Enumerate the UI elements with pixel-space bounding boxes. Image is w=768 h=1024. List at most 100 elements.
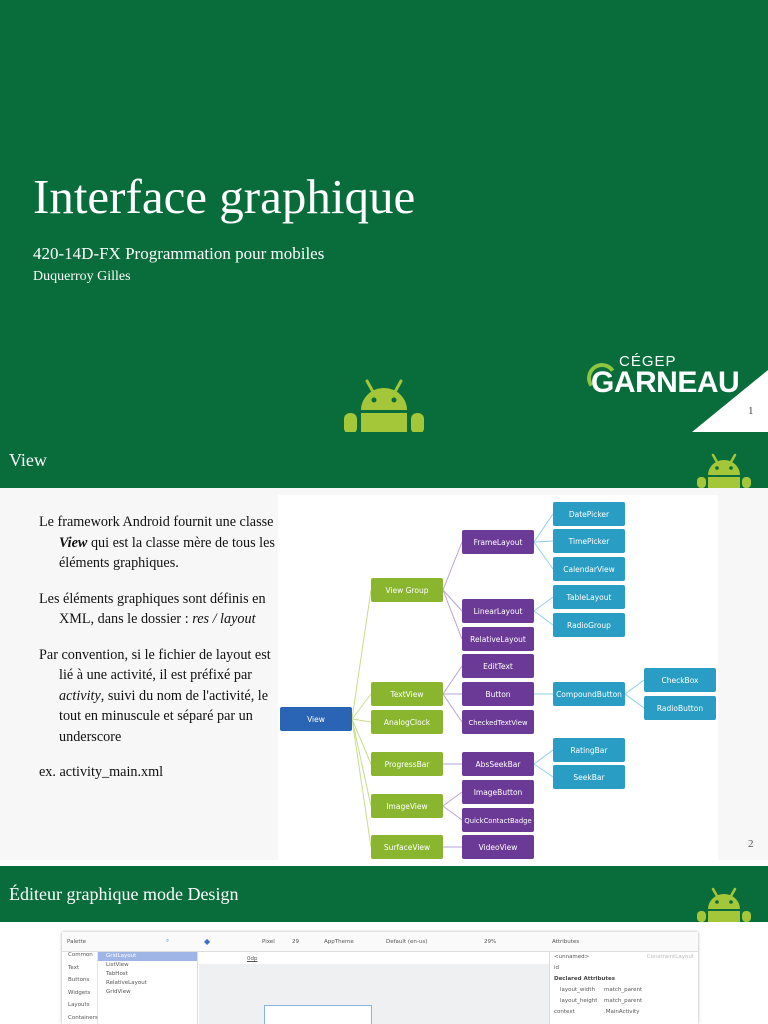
edge-View-ViewGroup — [351, 589, 372, 720]
node-label: CompoundButton — [556, 690, 622, 699]
id-field[interactable]: id — [554, 965, 560, 971]
theme-select[interactable]: AppTheme — [324, 939, 354, 945]
node-label: RadioButton — [657, 704, 703, 713]
node-ViewGroup: View Group — [371, 578, 443, 602]
node-label: TableLayout — [566, 593, 612, 602]
node-box — [462, 710, 534, 734]
node-SurfaceView: SurfaceView — [371, 835, 443, 859]
paragraph: Les éléments graphiques sont définis en … — [39, 590, 266, 628]
node-box — [553, 682, 625, 706]
node-label: SeekBar — [573, 773, 605, 782]
declared-attributes-header[interactable]: Declared Attributes — [554, 976, 616, 982]
page-number: 1 — [748, 405, 754, 417]
slide-title: Éditeur graphique mode Design — [9, 884, 239, 904]
node-box — [553, 613, 625, 637]
node-box — [371, 578, 443, 602]
node-box — [462, 835, 534, 859]
paragraph: ex. activity_main.xml — [39, 764, 164, 780]
palette-item[interactable]: GridView — [106, 989, 131, 995]
edge-ImageView-ImageButton — [442, 791, 463, 807]
node-CheckBox: CheckBox — [644, 668, 716, 692]
node-box — [462, 627, 534, 651]
node-TimePicker: TimePicker — [553, 529, 625, 553]
edge-AbsSeekBar-RatingBar — [533, 749, 554, 765]
edge-View-ImageView — [351, 718, 372, 807]
device-select[interactable]: Pixel — [262, 939, 275, 945]
node-VideoView: VideoView — [462, 835, 534, 859]
node-box — [553, 765, 625, 789]
node-box — [553, 738, 625, 762]
edge-View-ProgressBar — [351, 718, 372, 765]
node-label: VideoView — [479, 843, 518, 852]
search-icon: ⌕ — [166, 938, 170, 944]
design-canvas[interactable] — [199, 964, 549, 1024]
palette-item[interactable]: RelativeLayout — [106, 980, 147, 986]
edge-TextView-CheckedTextView — [442, 693, 463, 723]
edge-View-AnalogClock — [351, 718, 372, 723]
view-hierarchy-diagram: View View GroupTextViewAnalogClockProgres… — [278, 495, 718, 865]
node-box — [462, 752, 534, 776]
android-head-icon — [697, 453, 751, 488]
node-box — [371, 682, 443, 706]
category-widgets[interactable]: Widgets — [68, 989, 91, 996]
edge-CompoundButton-RadioButton — [624, 693, 645, 709]
edge-CompoundButton-CheckBox — [624, 679, 645, 695]
node-RatingBar: RatingBar — [553, 738, 625, 762]
node-box — [462, 654, 534, 678]
node-QuickContactBadge: QuickContactBadge — [462, 808, 534, 832]
node-View: View — [280, 707, 352, 731]
edge-View-TextView — [351, 693, 372, 720]
node-label: DatePicker — [569, 510, 610, 519]
node-label: SurfaceView — [384, 843, 430, 852]
slide-header: Éditeur graphique mode Design — [0, 866, 768, 922]
node-label: TextView — [390, 690, 424, 699]
margin-value[interactable]: 0dp — [247, 956, 258, 962]
node-label: AbsSeekBar — [476, 760, 522, 769]
attr-row[interactable]: context.MainActivity — [554, 1009, 640, 1015]
category-containers[interactable]: Containers — [68, 1014, 98, 1021]
node-SeekBar: SeekBar — [553, 765, 625, 789]
node-TableLayout: TableLayout — [553, 585, 625, 609]
node-label: AnalogClock — [384, 718, 431, 727]
node-box — [371, 835, 443, 859]
node-label: RatingBar — [570, 746, 608, 755]
edge-FrameLayout-CalendarView — [533, 541, 554, 570]
author-name: Duquerroy Gilles — [33, 269, 131, 284]
slide-title: Interface graphique — [33, 169, 416, 224]
editor-toolbar: Palette ⌕ ◆ Pixel 29 AppTheme Default (e… — [62, 932, 698, 952]
palette-item[interactable]: TabHost — [106, 971, 128, 977]
android-robot-icon — [344, 379, 424, 434]
palette-item[interactable]: GridLayout — [98, 952, 197, 961]
category-buttons[interactable]: Buttons — [68, 977, 90, 983]
category-text[interactable]: Text — [68, 964, 80, 971]
node-box — [553, 585, 625, 609]
corner-decoration — [692, 370, 768, 432]
node-label: FrameLayout — [474, 538, 523, 547]
device-frame — [264, 1005, 372, 1024]
palette-items: GridLayout ListView TabHost RelativeLayo… — [98, 952, 198, 1024]
edge-AbsSeekBar-SeekBar — [533, 763, 554, 778]
api-select[interactable]: 29 — [292, 939, 299, 945]
node-box — [462, 780, 534, 804]
node-RadioGroup: RadioGroup — [553, 613, 625, 637]
node-box — [371, 794, 443, 818]
node-label: QuickContactBadge — [464, 817, 531, 825]
component-name: <unnamed>ConstraintLayout — [554, 954, 694, 960]
palette-item[interactable]: ListView — [106, 962, 129, 968]
attributes-panel: <unnamed>ConstraintLayout id Declared At… — [549, 952, 698, 1024]
category-common[interactable]: Common — [68, 952, 93, 958]
node-box — [462, 599, 534, 623]
edge-ViewGroup-LinearLayout — [442, 589, 463, 612]
node-label: RadioGroup — [567, 621, 611, 630]
node-label: ProgressBar — [385, 760, 431, 769]
node-label: CheckBox — [661, 676, 699, 685]
slide-text: Le framework Android fournit une classe … — [39, 512, 275, 798]
slide-header: View — [0, 432, 768, 488]
locale-select[interactable]: Default (en-us) — [386, 939, 428, 945]
category-layouts[interactable]: Layouts — [68, 1002, 90, 1008]
attributes-title: Attributes — [552, 939, 580, 945]
node-RadioButton: RadioButton — [644, 696, 716, 720]
node-label: ImageButton — [474, 788, 523, 797]
